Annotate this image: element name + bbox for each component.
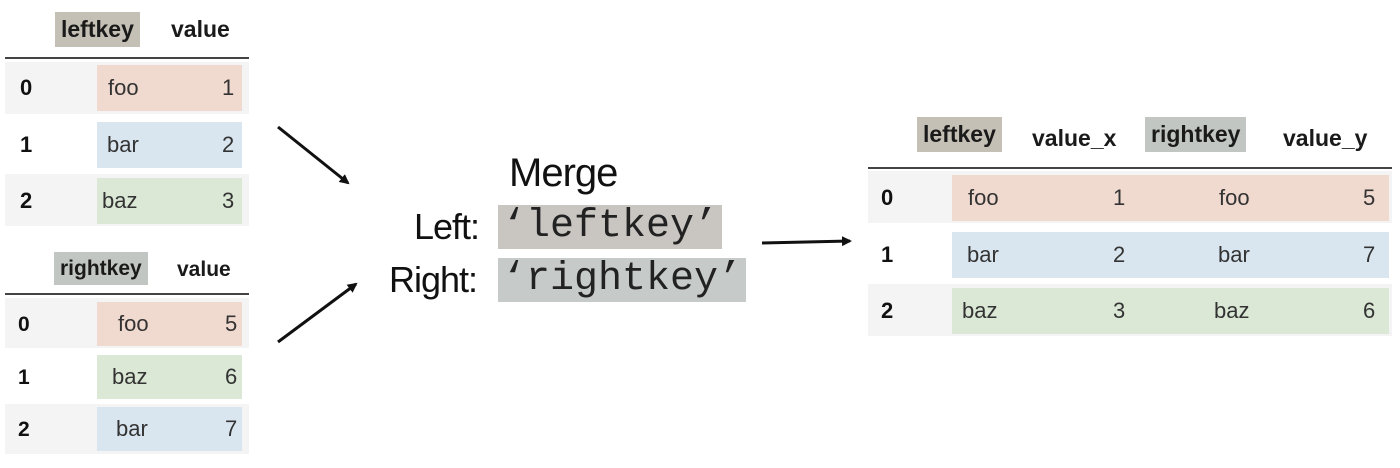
- key-cell: baz: [112, 364, 148, 389]
- leftkey-cell: foo: [968, 185, 999, 210]
- row-index: 1: [881, 242, 894, 267]
- row-index: 0: [18, 313, 30, 336]
- right-header-value: value: [177, 258, 231, 281]
- row-highlight: [97, 407, 242, 451]
- key-cell: foo: [108, 75, 139, 100]
- merge-left-on: ‘leftkey’: [498, 205, 723, 249]
- rightkey-cell: foo: [1219, 185, 1250, 210]
- key-cell: foo: [118, 311, 149, 336]
- row-highlight: [952, 288, 1389, 334]
- leftkey-cell: baz: [962, 298, 998, 323]
- leftkey-cell: bar: [967, 242, 999, 267]
- value-cell: 2: [222, 132, 235, 157]
- right-header-rule: [5, 293, 249, 295]
- row-highlight: [952, 175, 1389, 221]
- left-header-rule: [5, 57, 249, 59]
- arrow-left-to-merge: [277, 125, 350, 185]
- row-index: 1: [18, 366, 30, 389]
- row-highlight: [952, 232, 1389, 278]
- value-x-cell: 3: [1113, 298, 1126, 323]
- value-cell: 6: [225, 364, 238, 389]
- value-y-cell: 7: [1363, 242, 1376, 267]
- row-index: 0: [20, 75, 33, 100]
- result-header-value-x: value_x: [1032, 125, 1117, 151]
- row-index: 2: [20, 188, 33, 213]
- right-header-rightkey: rightkey: [54, 252, 148, 285]
- row-highlight: [97, 355, 242, 399]
- left-header-leftkey: leftkey: [55, 12, 140, 47]
- row-highlight: [97, 178, 242, 224]
- value-y-cell: 6: [1363, 298, 1376, 323]
- value-x-cell: 1: [1113, 185, 1126, 210]
- value-y-cell: 5: [1363, 185, 1376, 210]
- row-index: 2: [881, 298, 894, 323]
- merge-title: Merge: [509, 151, 618, 195]
- arrow-merge-to-result: [761, 236, 852, 247]
- key-cell: baz: [102, 188, 138, 213]
- result-header-leftkey: leftkey: [917, 117, 1002, 152]
- left-header-value: value: [171, 16, 230, 42]
- merge-right-on: ‘rightkey’: [498, 258, 747, 302]
- merge-left-label: Left:: [414, 206, 480, 247]
- arrow-right-to-merge: [277, 282, 358, 344]
- key-cell: bar: [116, 416, 148, 441]
- merge-right-label: Right:: [389, 259, 478, 300]
- rightkey-cell: bar: [1218, 242, 1250, 267]
- result-header-value-y: value_y: [1283, 125, 1368, 151]
- value-cell: 3: [222, 188, 235, 213]
- value-cell: 7: [225, 416, 238, 441]
- rightkey-cell: baz: [1214, 298, 1250, 323]
- result-header-rightkey: rightkey: [1145, 117, 1247, 152]
- result-header-rule: [868, 167, 1392, 169]
- row-index: 1: [20, 132, 33, 157]
- row-index: 0: [881, 185, 894, 210]
- key-cell: bar: [107, 132, 139, 157]
- value-cell: 5: [225, 311, 238, 336]
- value-cell: 1: [222, 75, 235, 100]
- row-highlight: [97, 122, 242, 168]
- value-x-cell: 2: [1113, 242, 1126, 267]
- row-highlight: [97, 65, 242, 111]
- row-index: 2: [18, 418, 30, 441]
- row-highlight: [97, 302, 242, 346]
